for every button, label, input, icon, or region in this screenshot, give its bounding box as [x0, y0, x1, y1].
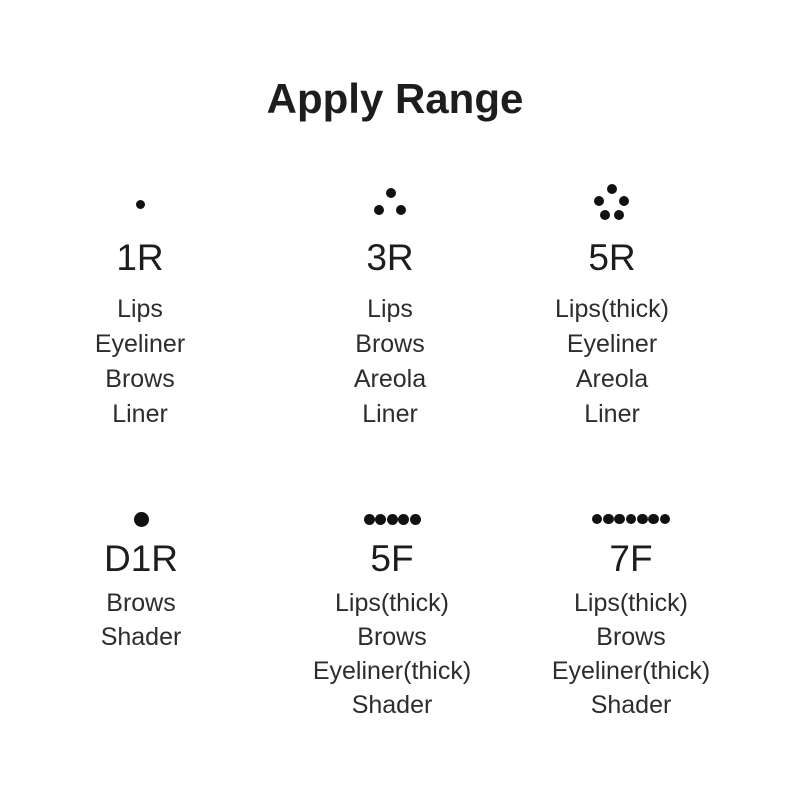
needle-use: Liner: [584, 400, 640, 428]
needle-use: Lips(thick): [555, 295, 669, 323]
needle-card-7f: 7F Lips(thick) Brows Eyeliner(thick) Sha…: [511, 495, 751, 722]
needle-use: Brows: [105, 365, 175, 393]
needle-dots-5f-icon: [272, 495, 512, 543]
needle-use: Lips(thick): [335, 589, 449, 617]
needle-use-list: Lips Eyeliner Brows Liner: [20, 292, 260, 432]
needle-use: Areola: [353, 365, 427, 393]
needle-label: 5F: [370, 538, 414, 579]
needle-dots-d1r-icon: [21, 495, 261, 543]
needle-dots-3r-icon: [270, 180, 510, 228]
needle-use: Lips: [367, 295, 413, 323]
needle-use: Eyeliner(thick): [312, 657, 472, 685]
needle-use: Shader: [100, 623, 182, 651]
needle-card-3r: 3R Lips Brows Areola Liner: [270, 180, 510, 432]
needle-use: Liner: [112, 400, 168, 428]
needle-label: 1R: [116, 237, 164, 278]
needle-label: 5R: [588, 237, 636, 278]
needle-use: Eyeliner: [94, 330, 186, 358]
needle-use: Liner: [362, 400, 418, 428]
needle-use-list: Lips Brows Areola Liner: [270, 292, 510, 432]
page-title: Apply Range: [266, 75, 524, 122]
needle-card-5r: 5R Lips(thick) Eyeliner Areola Liner: [492, 180, 732, 432]
needle-label: 3R: [366, 237, 414, 278]
needle-card-1r: 1R Lips Eyeliner Brows Liner: [20, 180, 260, 432]
needle-use: Lips(thick): [574, 589, 688, 617]
needle-label: D1R: [103, 538, 179, 579]
needle-use: Eyeliner: [566, 330, 658, 358]
needle-card-d1r: D1R Brows Shader: [21, 495, 261, 654]
needle-use: Brows: [357, 623, 427, 651]
needle-use: Shader: [590, 691, 672, 719]
needle-use-list: Brows Shader: [21, 586, 261, 654]
needle-card-5f: 5F Lips(thick) Brows Eyeliner(thick) Sha…: [272, 495, 512, 722]
needle-use-list: Lips(thick) Eyeliner Areola Liner: [492, 292, 732, 432]
needle-use-list: Lips(thick) Brows Eyeliner(thick) Shader: [272, 586, 512, 722]
needle-use: Lips: [117, 295, 163, 323]
needle-dots-1r-icon: [20, 180, 260, 228]
needle-dots-7f-icon: [511, 495, 751, 543]
needle-use: Brows: [596, 623, 666, 651]
needle-use-list: Lips(thick) Brows Eyeliner(thick) Shader: [511, 586, 751, 722]
needle-dots-5r-icon: [492, 180, 732, 228]
needle-use: Areola: [575, 365, 649, 393]
needle-use: Eyeliner(thick): [551, 657, 711, 685]
needle-use: Brows: [106, 589, 176, 617]
needle-use: Brows: [355, 330, 425, 358]
needle-use: Shader: [351, 691, 433, 719]
needle-label: 7F: [609, 538, 653, 579]
